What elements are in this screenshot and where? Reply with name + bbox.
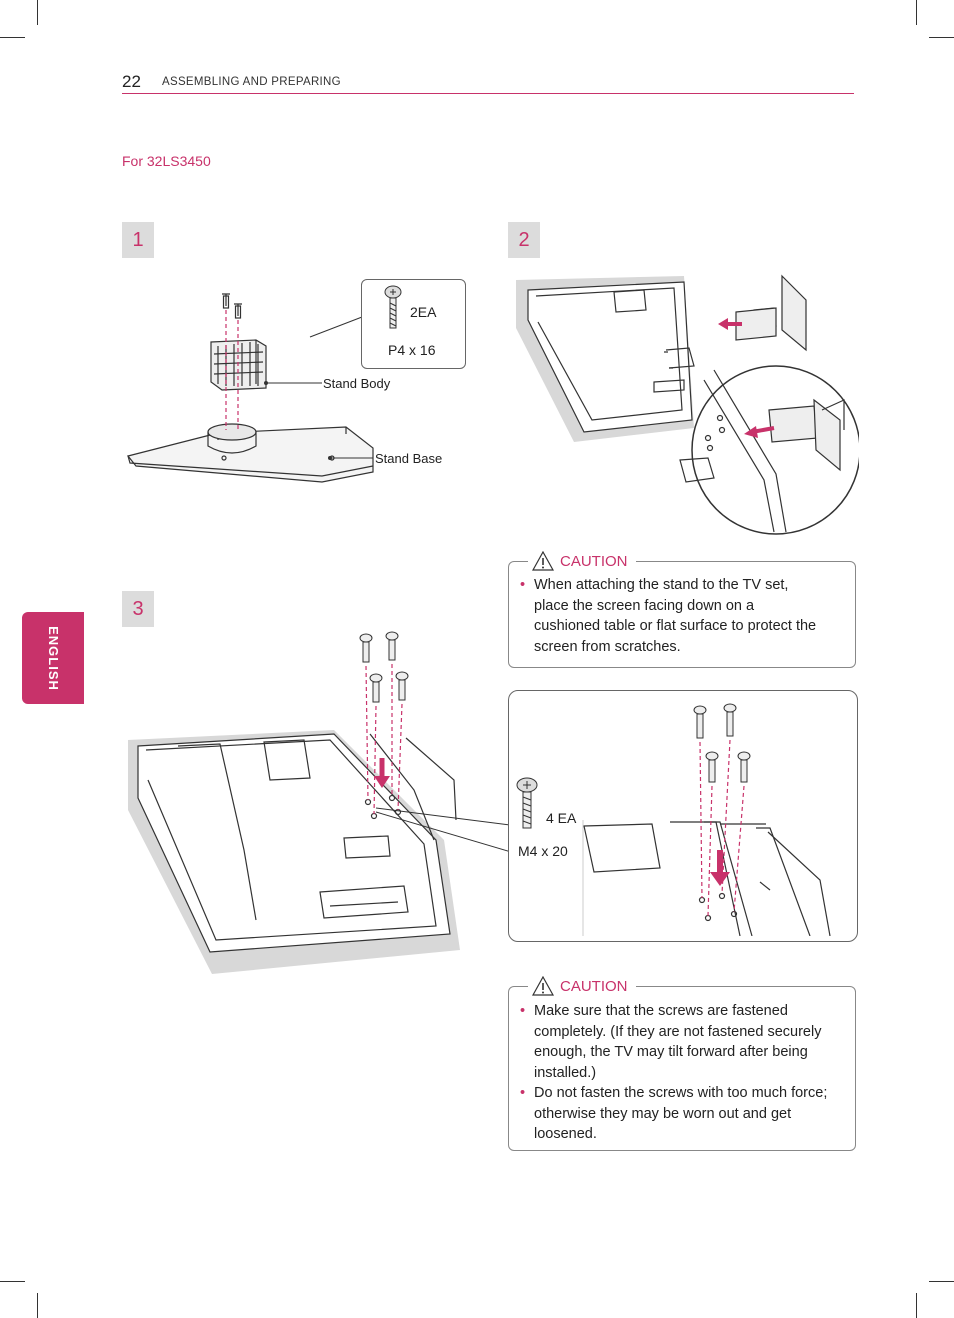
stand-assembly-illustration [126, 293, 374, 483]
step-badge-3: 3 [122, 591, 154, 627]
language-tab-label: ENGLISH [45, 625, 61, 691]
screw-detail-box [508, 690, 858, 942]
caution-item: When attaching the stand to the TV set, … [520, 575, 820, 657]
step-badge-2: 2 [508, 222, 540, 258]
crop-mark [37, 0, 38, 25]
section-title: ASSEMBLING AND PREPARING [162, 76, 341, 88]
label-stand-body: Stand Body [323, 376, 391, 391]
crop-mark [929, 37, 954, 38]
crop-mark [916, 1293, 917, 1318]
tv-back-screws-illustration [128, 631, 514, 974]
caution-list-2: Make sure that the screws are fastened c… [520, 1001, 838, 1145]
screw-detail-illustration [582, 703, 831, 936]
crop-mark [37, 1293, 38, 1318]
crop-mark [916, 0, 917, 25]
screw-icon [384, 285, 402, 329]
screw-spec: M4 x 20 [518, 843, 568, 859]
caution-item: Make sure that the screws are fastened c… [520, 1001, 838, 1083]
caution-title-2: CAUTION [528, 976, 636, 996]
screw-quantity: 2EA [410, 304, 437, 320]
header-rule [122, 93, 854, 94]
warning-icon [532, 976, 554, 996]
crop-mark [0, 37, 25, 38]
caution-list-1: When attaching the stand to the TV set, … [520, 575, 820, 657]
caution-title-1: CAUTION [528, 551, 636, 571]
caution-item: Do not fasten the screws with too much f… [520, 1083, 838, 1145]
crop-mark [929, 1281, 954, 1282]
label-stand-base: Stand Base [375, 451, 443, 466]
screw-callout-box [361, 279, 466, 369]
model-label: For 32LS3450 [122, 153, 211, 169]
screw-spec: P4 x 16 [388, 342, 436, 358]
page-number: 22 [122, 72, 141, 91]
screw-quantity: 4 EA [546, 810, 577, 826]
caution-title-text-2: CAUTION [560, 977, 628, 995]
screw-icon [516, 777, 538, 829]
language-tab-label-wrap: ENGLISH [22, 612, 84, 704]
attach-stand-illustration [516, 274, 859, 535]
crop-mark [0, 1281, 25, 1282]
caution-title-text-1: CAUTION [560, 552, 628, 570]
step-badge-1: 1 [122, 222, 154, 258]
warning-icon [532, 551, 554, 571]
language-tab [22, 612, 84, 704]
